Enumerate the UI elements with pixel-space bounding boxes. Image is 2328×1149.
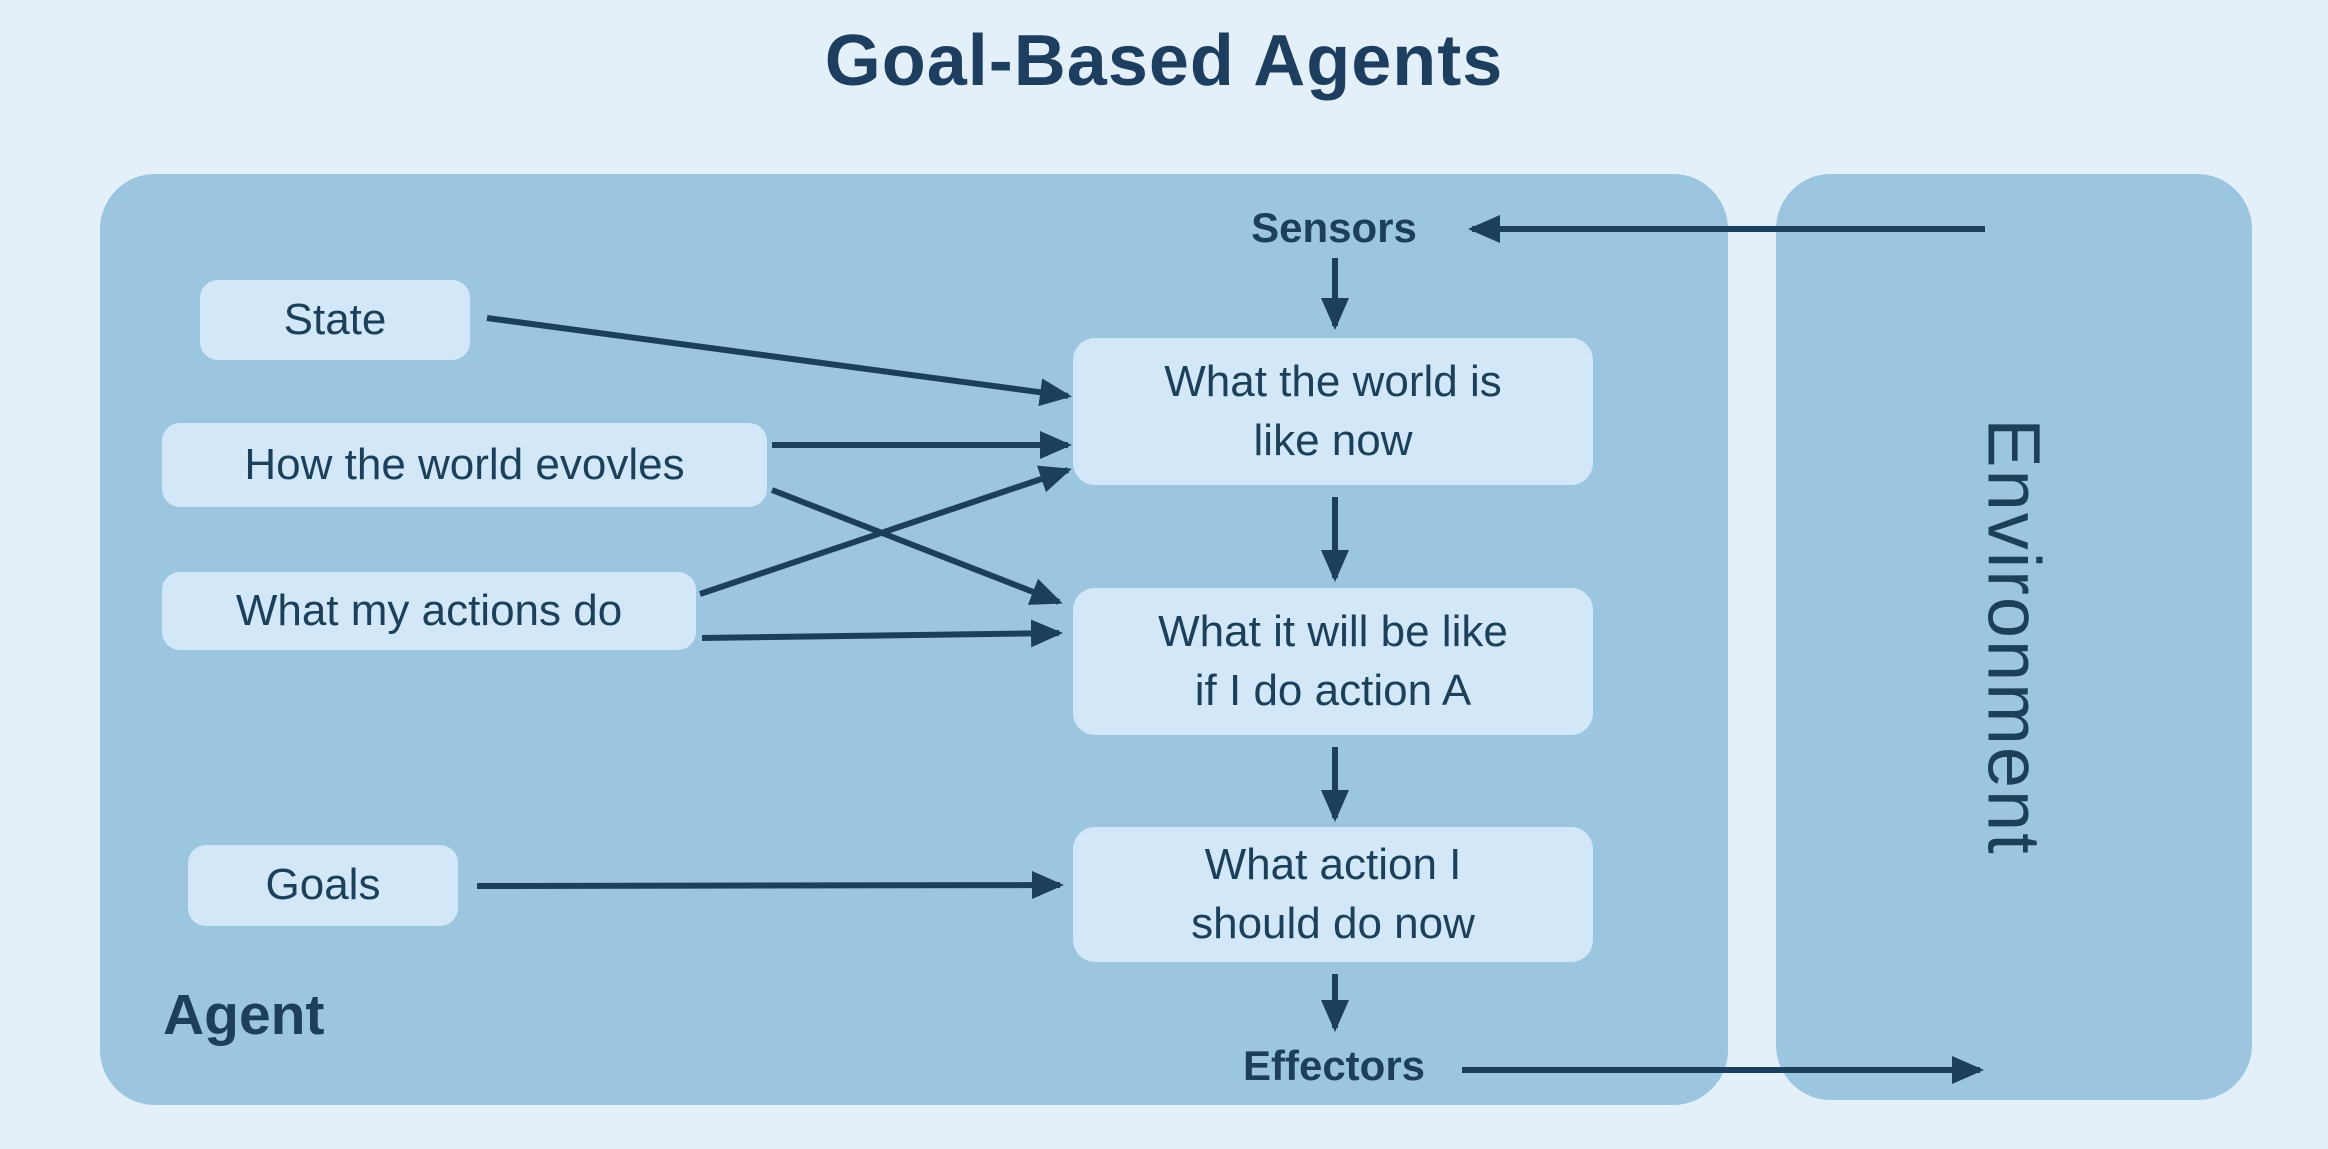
environment-container: Environment bbox=[1776, 174, 2252, 1100]
node-what-it-will-be-like-if-i-do-action-a: What it will be like if I do action A bbox=[1073, 588, 1593, 735]
node-state: State bbox=[200, 280, 470, 360]
sensors-label: Sensors bbox=[1251, 204, 1417, 251]
node-how-the-world-evolves: How the world evovles bbox=[162, 423, 767, 507]
page-title: Goal-Based Agents bbox=[824, 21, 1504, 101]
environment-label: Environment bbox=[1972, 418, 2056, 856]
effectors-label: Effectors bbox=[1242, 1042, 1426, 1089]
node-what-my-actions-do: What my actions do bbox=[162, 572, 696, 650]
node-what-the-world-is-like-now: What the world is like now bbox=[1073, 338, 1593, 485]
node-goals: Goals bbox=[188, 845, 458, 926]
node-what-action-i-should-do-now: What action I should do now bbox=[1073, 827, 1593, 962]
agent-label: Agent bbox=[163, 983, 325, 1047]
